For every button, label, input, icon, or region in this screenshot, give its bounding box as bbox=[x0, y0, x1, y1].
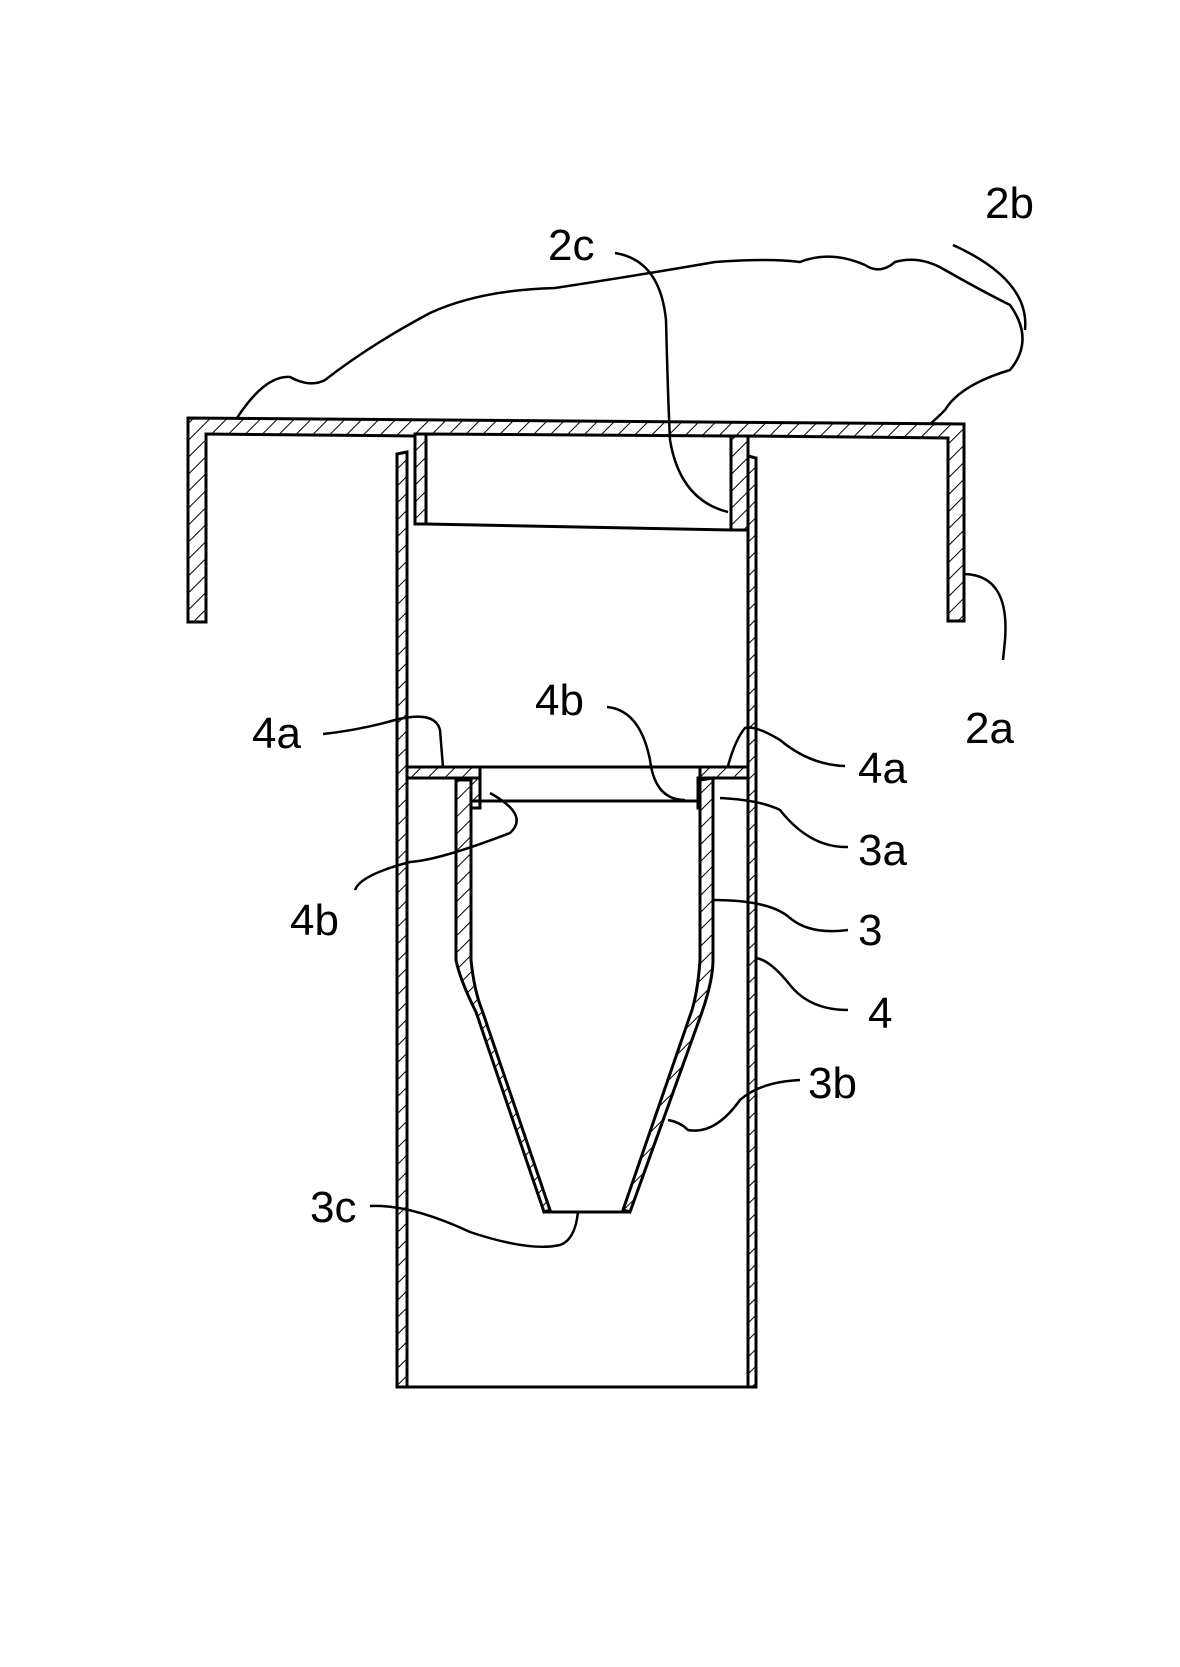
label-4b-bottom: 4b bbox=[290, 896, 339, 945]
label-4a-right: 4a bbox=[858, 744, 907, 793]
label-4: 4 bbox=[868, 989, 892, 1038]
label-2b: 2b bbox=[985, 179, 1034, 228]
label-4a-left: 4a bbox=[252, 709, 301, 758]
outer-tube-4 bbox=[395, 450, 758, 1389]
label-3a: 3a bbox=[858, 826, 907, 875]
label-3c: 3c bbox=[310, 1183, 356, 1232]
label-3: 3 bbox=[858, 906, 882, 955]
leader-lines bbox=[322, 243, 1027, 1249]
lid-body-2b-outline bbox=[235, 255, 1024, 425]
label-2c: 2c bbox=[548, 221, 594, 270]
inner-skirt-2c bbox=[413, 432, 750, 532]
label-2a: 2a bbox=[965, 704, 1014, 753]
label-3b: 3b bbox=[808, 1059, 857, 1108]
label-4b-top: 4b bbox=[535, 676, 584, 725]
inner-tube-3 bbox=[454, 776, 715, 1214]
lid-2a bbox=[186, 416, 966, 624]
